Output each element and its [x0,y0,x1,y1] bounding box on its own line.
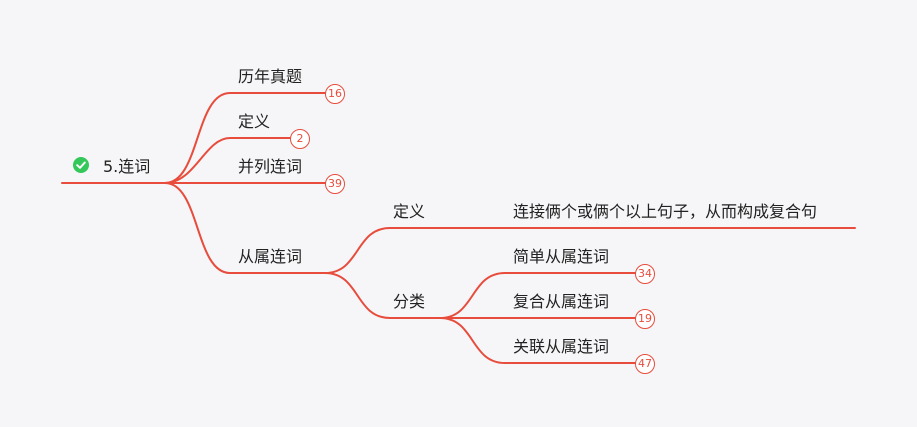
topic-fenlei[interactable]: 分类 [393,292,426,311]
topic-guanlian-congshu[interactable]: 关联从属连词 [513,337,610,356]
topic-dingyi[interactable]: 定义 [238,112,271,131]
count-badge[interactable]: 39 [325,174,345,194]
connector-l3-jiandan [439,272,636,319]
count-badge[interactable]: 16 [325,84,345,104]
count-badge[interactable]: 19 [635,309,655,329]
topic-definition-text[interactable]: 连接俩个或俩个以上句子，从而构成复合句 [513,202,818,221]
check-circle-icon [73,157,89,173]
count-badge[interactable]: 34 [635,264,655,284]
connector-congshu [164,182,326,274]
root-topic[interactable]: 5.连词 [103,157,151,176]
topic-congshu-lianci[interactable]: 从属连词 [238,247,303,266]
connector-dingyi [164,137,291,184]
connector-l3-guanlian [439,317,636,364]
topic-fuhe-congshu[interactable]: 复合从属连词 [513,292,610,311]
topic-lishi-zhenti[interactable]: 历年真题 [238,67,303,86]
topic-jiandan-congshu[interactable]: 简单从属连词 [513,247,610,266]
topic-congshu-dingyi[interactable]: 定义 [393,202,426,221]
topic-binglie-lianci[interactable]: 并列连词 [238,157,303,176]
count-badge[interactable]: 2 [290,129,310,149]
count-badge[interactable]: 47 [635,354,655,374]
connector-l2-fenlei [324,272,441,319]
connector-l2-dingyi [324,227,441,274]
connector-lishi [164,92,326,184]
